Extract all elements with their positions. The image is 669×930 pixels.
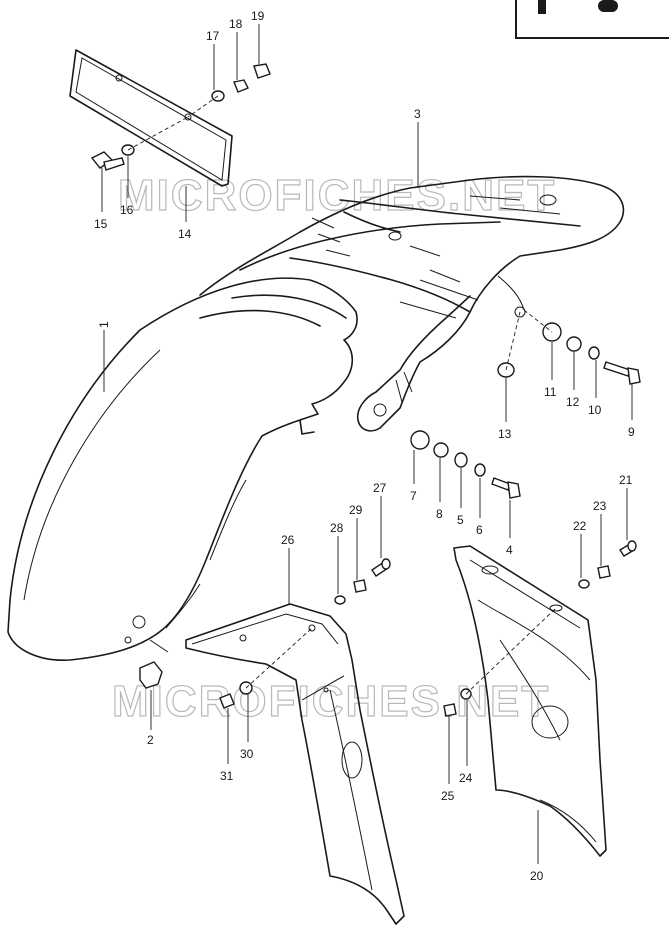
rear-fender (7, 277, 358, 661)
rear-fender-upper (199, 175, 625, 432)
rear-flap-right (453, 545, 607, 857)
callout-labels: 1 2 3 4 5 6 7 8 9 10 11 12 13 14 15 16 1… (94, 9, 635, 883)
washer-5 (454, 452, 468, 468)
callout-8: 8 (436, 507, 443, 521)
bolt-4 (491, 477, 521, 499)
callout-20: 20 (530, 869, 544, 883)
callout-28: 28 (330, 521, 344, 535)
rear-flap-left (185, 603, 405, 925)
washer-22 (578, 579, 590, 589)
assembly-lines (127, 95, 557, 695)
leader-lines (101, 24, 633, 864)
callout-27: 27 (373, 481, 387, 495)
callout-19: 19 (251, 9, 265, 23)
screw-21 (619, 540, 637, 557)
spacer-12 (566, 336, 582, 352)
cushion-2 (139, 661, 163, 689)
washer-6 (474, 463, 486, 477)
figure-number-box (515, 0, 669, 39)
callout-30: 30 (240, 747, 254, 761)
callout-13: 13 (498, 427, 512, 441)
callout-1: 1 (97, 321, 111, 328)
callout-18: 18 (229, 17, 243, 31)
callout-2: 2 (147, 733, 154, 747)
callout-5: 5 (457, 513, 464, 527)
callout-25: 25 (441, 789, 455, 803)
callout-11: 11 (544, 385, 557, 399)
hardware (90, 63, 641, 717)
callout-4: 4 (506, 543, 513, 557)
callout-17: 17 (206, 29, 220, 43)
callout-10: 10 (588, 403, 602, 417)
license-plate-gasket (69, 49, 233, 187)
callout-23: 23 (593, 499, 607, 513)
bolt-15 (90, 151, 125, 171)
callout-29: 29 (349, 503, 363, 517)
grommet-7 (410, 430, 430, 450)
watermark-bottom: MICROFICHES.NET (112, 677, 550, 726)
callout-22: 22 (573, 519, 587, 533)
callout-26: 26 (281, 533, 295, 547)
callout-9: 9 (628, 425, 635, 439)
callout-21: 21 (619, 473, 633, 487)
cap-nut-19 (253, 63, 271, 79)
callout-3: 3 (414, 107, 421, 121)
washer-10 (588, 346, 600, 360)
callout-31: 31 (220, 769, 234, 783)
callout-24: 24 (459, 771, 473, 785)
bolt-9 (603, 361, 641, 385)
nut-25 (443, 703, 457, 717)
callout-14: 14 (178, 227, 192, 241)
nut-18 (233, 79, 249, 93)
spacer-8 (433, 442, 449, 458)
nut-31 (219, 693, 235, 709)
callout-16: 16 (120, 203, 134, 217)
screw-27 (371, 558, 391, 577)
callout-15: 15 (94, 217, 108, 231)
callout-7: 7 (410, 489, 417, 503)
callout-12: 12 (566, 395, 580, 409)
nut-23 (597, 565, 611, 579)
nut-29 (353, 579, 367, 593)
callout-6: 6 (476, 523, 483, 537)
washer-28 (334, 595, 346, 605)
